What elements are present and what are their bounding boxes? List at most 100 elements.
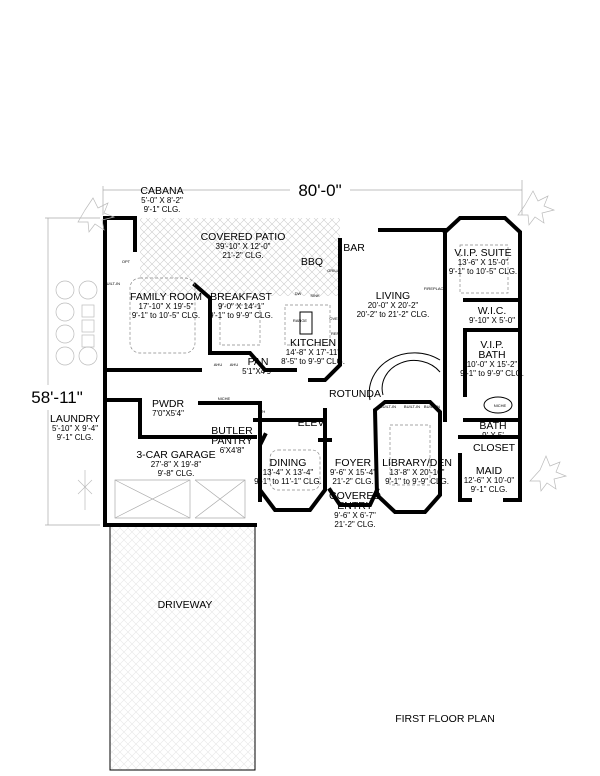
svg-text:9'-6" X 15'-4": 9'-6" X 15'-4" [330, 468, 376, 477]
room-vip-suite: V.I.P. SUITE 13'-6" X 15'-0" 9'-1" to 10… [449, 247, 517, 276]
room-laundry: LAUNDRY 5'-10" X 9'-4" 9'-1" CLG. [50, 413, 100, 442]
overall-depth-dimension: 58'-11" [31, 388, 83, 407]
svg-text:9'-0" X 14'-1": 9'-0" X 14'-1" [218, 302, 264, 311]
svg-text:9'-1" to 9'-9" CLG.: 9'-1" to 9'-9" CLG. [385, 477, 449, 486]
svg-text:DINING: DINING [270, 457, 307, 469]
svg-text:BUILT-IN: BUILT-IN [380, 404, 396, 409]
svg-text:MAID: MAID [476, 465, 503, 477]
fixture-labels: BUILT-IN BUILT-IN AHU AHU WH NICHE OVEN … [104, 259, 507, 414]
svg-text:RANGE: RANGE [293, 318, 308, 323]
svg-text:6'X4'8": 6'X4'8" [220, 446, 245, 455]
svg-text:9'-1" CLG.: 9'-1" CLG. [144, 205, 181, 214]
svg-text:5'-10" X 9'-4": 5'-10" X 9'-4" [52, 424, 98, 433]
svg-text:9'-6" X 6'-7": 9'-6" X 6'-7" [334, 511, 376, 520]
svg-text:COVERED: COVERED [329, 490, 381, 502]
svg-text:CABANA: CABANA [140, 185, 183, 197]
svg-text:DW: DW [295, 291, 302, 296]
svg-text:9'-1" to 9'-9" CLG.: 9'-1" to 9'-9" CLG. [460, 369, 524, 378]
plan-title: FIRST FLOOR PLAN [395, 713, 495, 725]
svg-text:BUILT-IN: BUILT-IN [104, 281, 120, 286]
svg-text:BREAKFAST: BREAKFAST [210, 291, 272, 303]
svg-text:BUILT-IN: BUILT-IN [424, 404, 440, 409]
svg-text:17'-10" X 19'-5": 17'-10" X 19'-5" [139, 302, 194, 311]
svg-text:5'-0" X 8'-2": 5'-0" X 8'-2" [141, 196, 183, 205]
svg-text:LIBRARY/DEN: LIBRARY/DEN [382, 457, 452, 469]
room-butler-pantry: BUTLER PANTRY 6'X4'8" [211, 425, 253, 455]
svg-text:14'-8" X 17'-11": 14'-8" X 17'-11" [286, 348, 341, 357]
covered-patio-paving [140, 218, 340, 296]
driveway-label: DRIVEWAY [158, 599, 213, 611]
room-cabana: CABANA 5'-0" X 8'-2" 9'-1" CLG. [140, 185, 183, 214]
svg-text:PAN: PAN [248, 356, 269, 368]
svg-text:AHU: AHU [214, 362, 223, 367]
svg-text:13'-6" X 15'-0": 13'-6" X 15'-0" [458, 258, 509, 267]
svg-text:39'-10" X 12'-0": 39'-10" X 12'-0" [216, 242, 271, 251]
svg-text:PWDR: PWDR [152, 398, 184, 410]
interior-details [114, 244, 513, 519]
walls [103, 216, 522, 527]
svg-text:OVEN: OVEN [329, 316, 340, 321]
room-rotunda: ROTUNDA [329, 388, 381, 400]
svg-text:ENTRY: ENTRY [337, 500, 372, 512]
svg-text:KITCHEN: KITCHEN [290, 337, 336, 349]
svg-text:V.I.P. SUITE: V.I.P. SUITE [454, 247, 511, 259]
svg-text:12'-6" X 10'-0": 12'-6" X 10'-0" [464, 476, 515, 485]
svg-text:21'-2" CLG.: 21'-2" CLG. [334, 520, 375, 529]
svg-text:5'1"X4'9": 5'1"X4'9" [242, 367, 274, 376]
svg-text:FOYER: FOYER [335, 457, 372, 469]
svg-text:BUILT-IN: BUILT-IN [235, 350, 251, 355]
svg-text:GRILL: GRILL [327, 268, 339, 273]
room-vip-bath: V.I.P. BATH 10'-0" X 15'-2" 9'-1" to 9'-… [460, 339, 524, 378]
room-bar: BAR [343, 242, 365, 254]
svg-text:9'-1" to 10'-5" CLG.: 9'-1" to 10'-5" CLG. [132, 311, 200, 320]
room-powder: PWDR 7'0"X5'4" [152, 398, 184, 418]
svg-text:FAMILY ROOM: FAMILY ROOM [130, 291, 202, 303]
room-maid: MAID 12'-6" X 10'-0" 9'-1" CLG. [464, 465, 515, 494]
svg-text:13'-4" X 13'-4": 13'-4" X 13'-4" [263, 468, 314, 477]
svg-text:BUTLER: BUTLER [211, 425, 253, 437]
room-pantry: PAN 5'1"X4'9" [242, 356, 274, 376]
room-kitchen: KITCHEN 14'-8" X 17'-11" 8'-5" to 9'-9" … [281, 337, 345, 366]
svg-text:REF: REF [331, 331, 340, 336]
svg-text:7'0"X5'4": 7'0"X5'4" [152, 409, 184, 418]
svg-text:AHU: AHU [230, 362, 239, 367]
room-bbq: BBQ [301, 256, 323, 268]
svg-text:9'-10" X 5'-0": 9'-10" X 5'-0" [469, 316, 515, 325]
room-bath: BATH 9' X 5' [479, 420, 506, 440]
svg-text:21'-2" CLG.: 21'-2" CLG. [222, 251, 263, 260]
svg-text:OPT: OPT [122, 259, 131, 264]
svg-text:9'-1" to 11'-1" CLG.: 9'-1" to 11'-1" CLG. [254, 477, 322, 486]
svg-text:NICHE: NICHE [218, 396, 231, 401]
svg-text:9' X 5': 9' X 5' [482, 431, 504, 440]
svg-text:NICHE: NICHE [494, 403, 507, 408]
room-covered-entry: COVERED ENTRY 9'-6" X 6'-7" 21'-2" CLG. [329, 490, 381, 529]
room-closet: CLOSET [473, 442, 516, 454]
svg-text:3-CAR GARAGE: 3-CAR GARAGE [136, 449, 215, 461]
room-elevator: ELEV [298, 417, 325, 429]
room-dining: DINING 13'-4" X 13'-4" 9'-1" to 11'-1" C… [254, 457, 322, 486]
svg-text:PANTRY: PANTRY [211, 435, 253, 447]
svg-text:BATH: BATH [479, 420, 506, 432]
overall-width-dimension: 80'-0" [298, 181, 341, 200]
svg-text:9'-8" CLG.: 9'-8" CLG. [158, 469, 195, 478]
svg-text:FIREPLACE: FIREPLACE [424, 286, 447, 291]
room-library-den: LIBRARY/DEN 13'-8" X 20'-10" 9'-1" to 9'… [382, 457, 452, 486]
svg-text:WH: WH [259, 409, 266, 414]
svg-text:8'-5" to 9'-9" CLG.: 8'-5" to 9'-9" CLG. [281, 357, 345, 366]
svg-text:W.I.C.: W.I.C. [478, 305, 507, 317]
svg-text:20'-2" to 21'-2" CLG.: 20'-2" to 21'-2" CLG. [357, 310, 430, 319]
room-garage: 3-CAR GARAGE 27'-8" X 19'-8" 9'-8" CLG. [136, 449, 215, 478]
svg-text:13'-8" X 20'-10": 13'-8" X 20'-10" [390, 468, 445, 477]
svg-text:27'-8" X 19'-8": 27'-8" X 19'-8" [151, 460, 202, 469]
svg-text:9'-1" to 9'-9" CLG.: 9'-1" to 9'-9" CLG. [209, 311, 273, 320]
svg-text:20'-0" X 20'-2": 20'-0" X 20'-2" [368, 301, 419, 310]
room-foyer: FOYER 9'-6" X 15'-4" 21'-2" CLG. [330, 457, 376, 486]
svg-text:9'-1" CLG.: 9'-1" CLG. [471, 485, 508, 494]
room-family-room: FAMILY ROOM 17'-10" X 19'-5" 9'-1" to 10… [130, 291, 202, 320]
svg-text:COVERED PATIO: COVERED PATIO [201, 231, 286, 243]
dimension-lines [45, 180, 523, 526]
room-breakfast: BREAKFAST 9'-0" X 14'-1" 9'-1" to 9'-9" … [209, 291, 273, 320]
svg-text:LAUNDRY: LAUNDRY [50, 413, 100, 425]
landscaping [55, 190, 568, 510]
